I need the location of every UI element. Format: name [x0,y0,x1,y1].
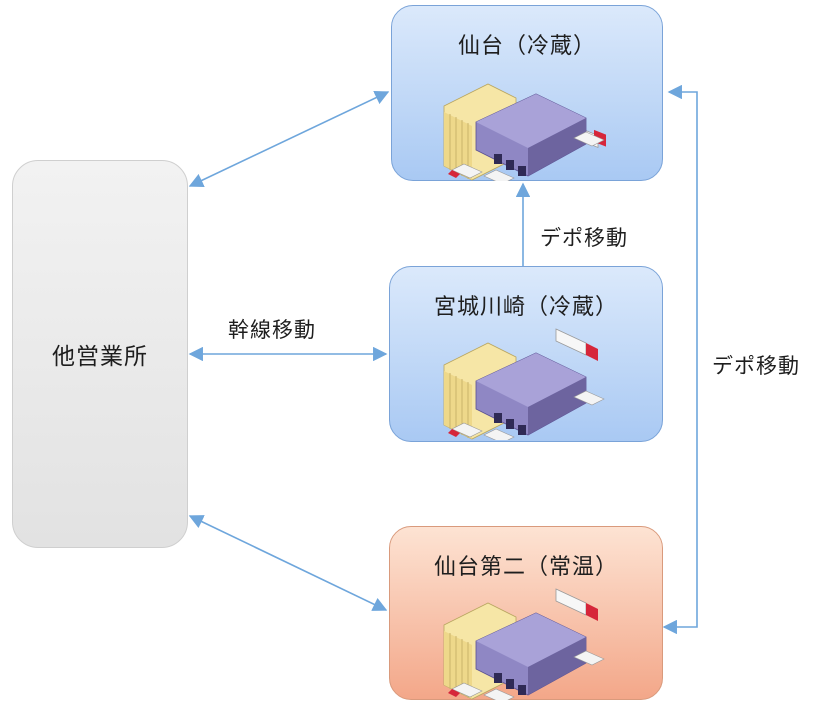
node-sendai-daini: 仙台第二（常温） [389,526,663,700]
truck-icon [555,588,598,621]
edge-depot-right-label: デポ移動 [712,354,800,378]
warehouse-icon [443,588,605,700]
truck-icon [555,328,598,361]
edge-trunk-label: 幹線移動 [228,318,316,342]
node-other-office-label: 他営業所 [52,344,148,370]
node-other-office: 他営業所 [12,160,188,548]
edge-other-sendai2 [188,515,388,611]
node-miyagi-kawasaki: 宮城川崎（冷蔵） [389,266,663,442]
node-sendai-daini-title: 仙台第二（常温） [433,555,618,580]
edge-depot-mid-label: デポ移動 [540,226,628,250]
warehouse-icon [443,328,605,440]
node-sendai: 仙台（冷蔵） [391,5,663,181]
edge-depot-right [662,84,698,635]
node-sendai-title: 仙台（冷蔵） [457,34,596,59]
edge-other-sendai [188,91,390,187]
warehouse-icon [443,83,606,181]
node-miyagi-kawasaki-title: 宮城川崎（冷蔵） [433,295,618,320]
